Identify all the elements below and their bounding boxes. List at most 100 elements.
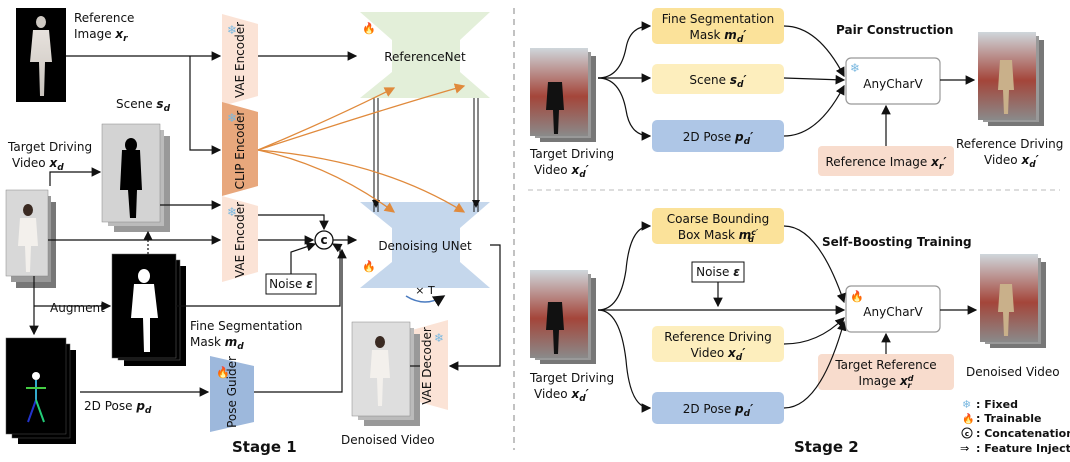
svg-text:🔥: 🔥 <box>850 290 864 303</box>
referencenet: ReferenceNet 🔥 <box>360 12 490 98</box>
ref-image-label-2: Image <box>74 27 112 41</box>
s2-top-target-video <box>530 48 596 142</box>
svg-text:Box Mask mc′d: Box Mask mc′d <box>678 228 759 244</box>
scene-frames <box>101 123 170 232</box>
svg-text:c: c <box>965 430 969 438</box>
svg-text:VAE Encoder: VAE Encoder <box>233 22 247 98</box>
svg-text:ReferenceNet: ReferenceNet <box>384 50 466 64</box>
feature-injection-lines <box>373 98 479 212</box>
svg-text:Video xd′: Video xd′ <box>534 163 590 180</box>
svg-text:Mask md: Mask md <box>190 335 244 352</box>
legend-injection-icon: ⇒ <box>960 442 969 455</box>
scene-label: Scene <box>116 97 153 111</box>
legend-concat-icon <box>961 427 973 439</box>
vae-encoder-top: VAE Encoder ❄ <box>222 14 258 106</box>
self-boosting-title: Self-Boosting Training <box>822 235 972 249</box>
ref-image-label-1: Reference <box>74 11 134 25</box>
svg-text:Pose Guider: Pose Guider <box>225 356 239 428</box>
svg-text:❄: ❄ <box>227 205 237 219</box>
loop-label: × T <box>415 284 435 297</box>
legend-fixed-icon: ❄ <box>962 398 971 411</box>
svg-text:2D Pose pd: 2D Pose pd <box>84 399 152 416</box>
clip-arrows <box>257 83 466 213</box>
svg-text:: Concatenation: : Concatenation <box>976 427 1070 440</box>
svg-text:CLIP Encoder: CLIP Encoder <box>233 111 247 190</box>
svg-text:❄: ❄ <box>227 111 237 125</box>
s2-bottom-output-label: Denoised Video <box>966 365 1060 379</box>
s2-coarse-mask-box <box>652 208 784 244</box>
s2-bottom-pose-box <box>652 392 784 424</box>
denoised-video <box>351 321 420 426</box>
s2-pose-box <box>652 120 784 152</box>
reference-image <box>16 8 66 102</box>
svg-text:: Trainable: : Trainable <box>976 412 1042 425</box>
s2-bottom-output-video <box>980 254 1046 348</box>
pose-label: 2D Pose <box>84 399 132 413</box>
target-driving-video <box>5 189 56 288</box>
svg-text:🔥: 🔥 <box>216 366 230 379</box>
vae-decoder: VAE Decoder ❄ <box>412 320 448 410</box>
s2-top-anycharv <box>845 57 941 105</box>
ref-image-var: x <box>114 27 124 41</box>
denoising-unet: Denoising UNet 🔥 <box>360 202 490 288</box>
svg-text:2D Pose pd′: 2D Pose pd′ <box>683 402 754 419</box>
svg-text:Mask md′: Mask md′ <box>690 28 748 45</box>
svg-text:Reference Image xr′: Reference Image xr′ <box>825 155 947 172</box>
svg-text:Denoising UNet: Denoising UNet <box>378 239 472 253</box>
stage1-title: Stage 1 <box>232 438 297 456</box>
s2-bottom-target-video <box>530 270 596 364</box>
svg-text:Scene sd′: Scene sd′ <box>689 73 747 90</box>
fine-mask-label-2: Mask <box>190 335 221 349</box>
s2-scene-box <box>652 64 784 94</box>
svg-text:❄: ❄ <box>227 23 237 37</box>
svg-text:Noise ε: Noise ε <box>696 265 740 279</box>
svg-text:Fine Segmentation: Fine Segmentation <box>662 12 775 26</box>
svg-text:🔥: 🔥 <box>362 260 376 273</box>
svg-text:Video xd′: Video xd′ <box>984 153 1040 170</box>
pose-2d-frames <box>5 337 76 444</box>
s2-top-target-label-1: Target Driving <box>529 147 614 161</box>
svg-text:c: c <box>320 233 327 247</box>
s2-bottom-arrows <box>597 221 978 413</box>
svg-text:Target Reference: Target Reference <box>834 358 936 372</box>
svg-text:: Fixed: : Fixed <box>976 398 1018 411</box>
svg-text:Video xd: Video xd <box>12 156 64 173</box>
svg-text:AnyCharV: AnyCharV <box>863 305 923 319</box>
svg-text:Video xd′: Video xd′ <box>534 387 590 404</box>
fine-mask-label-1: Fine Segmentation <box>190 319 303 333</box>
target-video-label-2: Video <box>12 156 46 170</box>
clip-encoder: CLIP Encoder ❄ <box>222 102 258 196</box>
pose-guider: Pose Guider 🔥 <box>210 356 254 432</box>
svg-text:VAE Decoder: VAE Decoder <box>420 327 434 405</box>
svg-text:Image xdr: Image xdr <box>859 374 914 390</box>
noise-label: Noise <box>269 277 302 291</box>
target-video-label-1: Target Driving <box>7 140 92 154</box>
svg-text:Coarse Bounding: Coarse Bounding <box>667 212 769 226</box>
legend-trainable-icon: 🔥 <box>962 412 974 425</box>
svg-text:Image xr: Image xr <box>74 27 128 44</box>
svg-text:VAE Encoder: VAE Encoder <box>233 202 247 278</box>
svg-text:2D Pose pd′: 2D Pose pd′ <box>683 130 754 147</box>
s2-ref-image-box <box>818 146 954 176</box>
s2-top-arrows <box>597 21 976 146</box>
svg-text:Video xd′: Video xd′ <box>691 346 747 363</box>
s2-top-output-label-1: Reference Driving <box>956 137 1063 151</box>
svg-text:AnyCharV: AnyCharV <box>863 77 923 91</box>
svg-text:Target Driving: Target Driving <box>529 371 614 385</box>
s2-bottom-anycharv <box>845 285 941 333</box>
loop-arrow <box>405 295 446 307</box>
svg-text:Reference Driving: Reference Driving <box>664 330 771 344</box>
s2-fine-mask-box <box>652 8 784 44</box>
vae-encoder-mid: VAE Encoder ❄ <box>222 196 258 282</box>
stage1-arrows <box>29 51 501 397</box>
svg-text:Noise ε: Noise ε <box>269 277 313 291</box>
svg-text:Reference: Reference <box>74 11 134 25</box>
legend: ❄ : Fixed 🔥 : Trainable c : Concatenatio… <box>960 398 1070 455</box>
svg-text:❄: ❄ <box>434 331 444 345</box>
augment-label: Augment <box>50 301 105 315</box>
s2-target-ref-box <box>818 354 954 390</box>
ref-image-sub: r <box>123 34 128 44</box>
s2-ref-video-box <box>652 326 784 362</box>
